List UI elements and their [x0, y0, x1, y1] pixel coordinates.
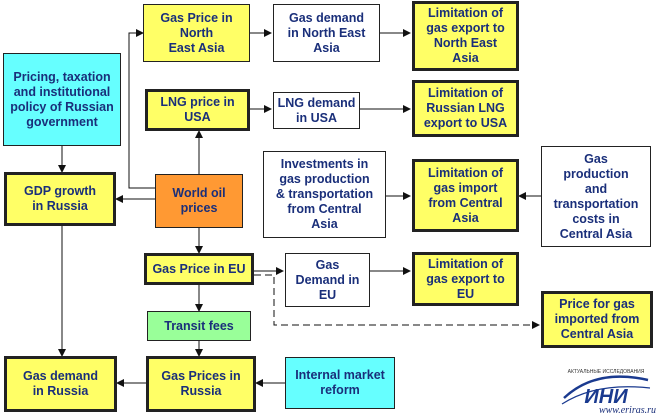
box-limit-export-eu: Limitation of gas export to EU [412, 252, 519, 306]
logo-mark: ИНИ [561, 375, 651, 408]
box-gas-demand-eu: Gas Demand in EU [285, 253, 370, 307]
box-gas-demand-ne-asia: Gas demand in North East Asia [273, 4, 380, 62]
logo-url: www.eriras.ru [598, 405, 656, 416]
box-gas-prices-russia: Gas Prices in Russia [146, 356, 256, 412]
arrow-eu-price-to-ca-import-price [254, 274, 540, 329]
box-transit-fees: Transit fees [147, 311, 251, 341]
box-pricing-policy: Pricing, taxation and institutional poli… [3, 53, 121, 146]
box-lng-price-usa: LNG price in USA [145, 89, 250, 131]
box-world-oil-prices: World oil prices [155, 174, 243, 228]
logo-tagline: АКТУАЛЬНЫЕ ИССЛЕДОВАНИЯ [567, 369, 645, 375]
box-price-imported-central-asia: Price for gas imported from Central Asia [541, 291, 653, 348]
box-internal-market-reform: Internal market reform [285, 357, 395, 409]
box-limit-export-ne-asia: Limitation of gas export to North East A… [412, 1, 519, 71]
box-production-costs-central-asia: Gas production and transportation costs … [541, 146, 651, 247]
eriras-logo: АКТУАЛЬНЫЕ ИССЛЕДОВАНИЯ ИНИ www.eriras.r… [556, 368, 656, 418]
arrow-oil-to-ne-asia-price [128, 29, 155, 189]
box-lng-demand-usa: LNG demand in USA [273, 92, 360, 129]
box-limit-lng-usa: Limitation of Russian LNG export to USA [412, 80, 519, 137]
box-gas-price-eu: Gas Price in EU [144, 253, 254, 285]
box-gdp-growth: GDP growth in Russia [4, 172, 116, 226]
box-gas-demand-russia: Gas demand in Russia [4, 356, 117, 412]
box-limit-import-central-asia: Limitation of gas import from Central As… [412, 159, 519, 232]
box-gas-price-ne-asia: Gas Price in North East Asia [143, 4, 250, 62]
box-investments-central-asia: Investments in gas production & transpor… [263, 151, 386, 238]
logo-mark-text: ИНИ [584, 386, 628, 408]
